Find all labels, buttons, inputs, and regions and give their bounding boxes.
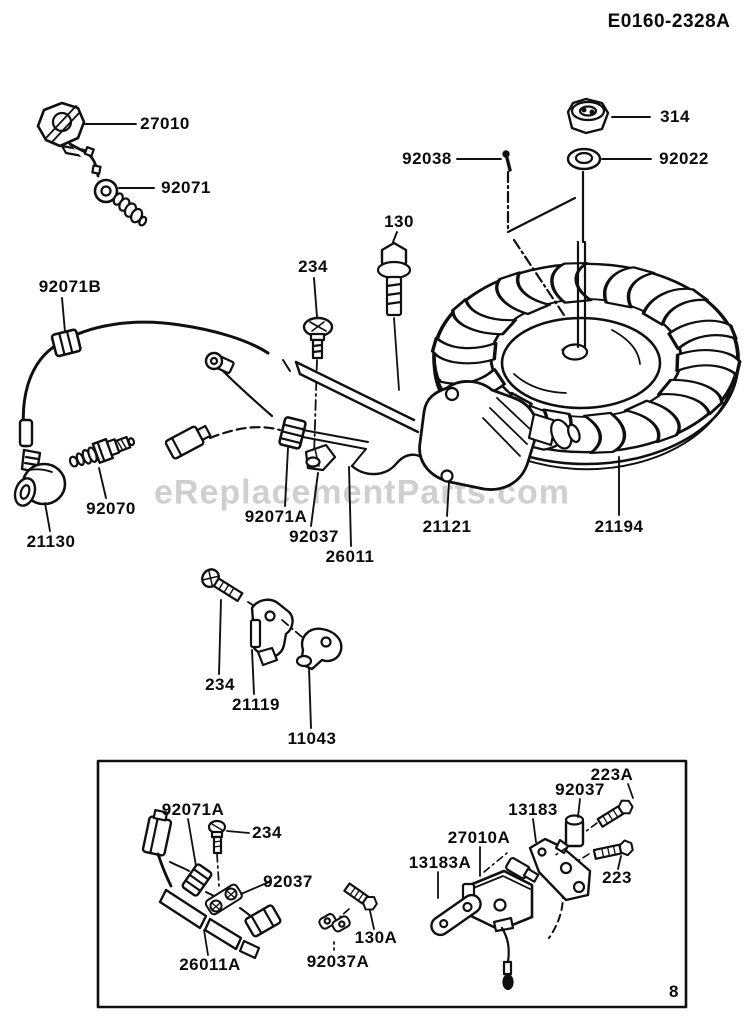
spark-plug-cap-27010 — [36, 101, 90, 159]
inset-clamp-92037a — [318, 913, 351, 951]
inset-screw-223 — [575, 839, 634, 863]
inset-screw-223a — [584, 799, 634, 833]
part-label-92070: 92070 — [86, 499, 136, 518]
plug-lead-92071 — [68, 142, 148, 227]
inset-label-223: 223 — [602, 868, 632, 887]
inset-label-26011a: 26011A — [179, 955, 241, 974]
bolt-130 — [376, 241, 412, 391]
inset-label-92037: 92037 — [263, 872, 313, 891]
part-label-92038: 92038 — [402, 149, 452, 168]
leader-lines-main — [44, 116, 652, 729]
inset-clamp-92037r — [553, 814, 585, 857]
ring-terminal-wire — [204, 351, 274, 418]
part-label-130: 130 — [384, 212, 414, 231]
part-label-26011: 26011 — [325, 547, 375, 566]
inset-label-234: 234 — [252, 823, 282, 842]
flywheel-21194 — [428, 261, 744, 471]
inset-module-27010a — [461, 849, 564, 991]
screw-234 — [302, 316, 334, 457]
inset-label-92037a: 92037A — [306, 952, 370, 971]
plug-wire-and-clamp-92071b — [18, 320, 270, 448]
inset-label-130a: 130A — [354, 928, 398, 947]
crankshaft-lines — [506, 170, 587, 349]
inset-bolt-130a — [339, 882, 378, 918]
inset-label-13183a: 13183A — [408, 853, 472, 872]
inset-plate-13183 — [528, 837, 592, 902]
inset-label-92037r: 92037 — [555, 780, 605, 799]
plug-cap-21130 — [13, 448, 67, 507]
inset-plate-13183a — [430, 893, 482, 937]
pin-92038 — [502, 150, 512, 172]
part-label-21194: 21194 — [594, 517, 644, 536]
part-label-21121: 21121 — [422, 517, 472, 536]
part-label-92071b: 92071B — [38, 277, 102, 296]
bracket-21119 — [249, 598, 294, 667]
drawing-number-title: E0160-2328A — [607, 11, 731, 32]
inset-harness-26011a — [141, 808, 282, 960]
inset-label-223a: 223A — [590, 765, 634, 784]
stop-switch-wire — [164, 416, 430, 476]
part-label-234b: 234 — [205, 675, 235, 694]
part-label-11043: 11043 — [287, 729, 337, 748]
bracket-screw-234b — [201, 568, 263, 612]
inset-label-13183: 13183 — [508, 800, 558, 819]
part-label-27010: 27010 — [140, 114, 190, 133]
part-label-21119: 21119 — [232, 695, 280, 714]
harness-conduit-26011 — [282, 359, 420, 434]
leader-lines-inset — [187, 783, 634, 956]
bracket-11043 — [281, 619, 343, 671]
spark-plug-92070 — [68, 435, 136, 468]
inset-label-27010a: 27010A — [447, 828, 511, 847]
part-label-92071a: 92071A — [244, 507, 308, 526]
inset-label-92071a: 92071A — [161, 800, 225, 819]
part-label-21130: 21130 — [26, 532, 76, 551]
part-label-92037: 92037 — [289, 527, 339, 546]
part-label-92022: 92022 — [659, 149, 709, 168]
part-label-234: 234 — [298, 257, 328, 276]
part-label-92071: 92071 — [161, 178, 211, 197]
ignition-coil-21121 — [418, 380, 581, 491]
washer-92022 — [566, 147, 602, 171]
inset-screw-234 — [207, 819, 227, 887]
nut-314 — [566, 97, 610, 135]
page-number: 8 — [669, 982, 679, 1001]
part-label-314: 314 — [660, 107, 690, 126]
inset-box — [96, 759, 688, 1009]
